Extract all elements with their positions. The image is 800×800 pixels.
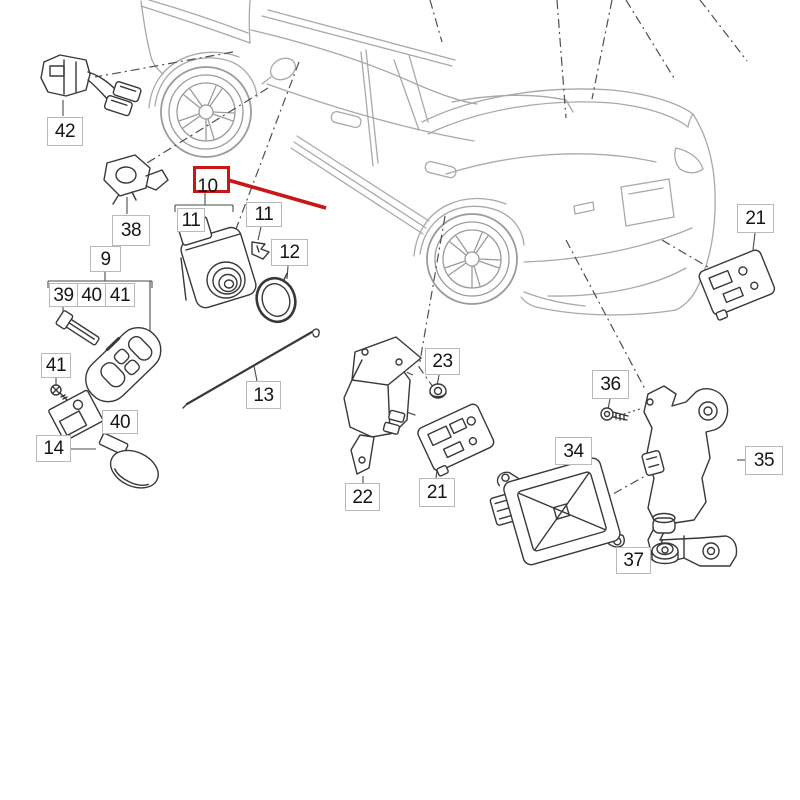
- part-35-bracket-drawing: [641, 385, 738, 567]
- part-label-13[interactable]: 13: [246, 381, 281, 409]
- part-label-39[interactable]: 39: [49, 283, 78, 307]
- part-number-21-right: 21: [745, 208, 766, 229]
- rear-wheel: [426, 213, 518, 305]
- part-23-nut-drawing: [429, 383, 447, 399]
- part-label-40-group[interactable]: 40: [78, 283, 106, 307]
- front-wheel: [160, 66, 252, 158]
- part-number-10: 10: [197, 176, 218, 197]
- part-label-42[interactable]: 42: [47, 117, 83, 146]
- part-number-40: 40: [109, 411, 131, 433]
- part-label-21-center[interactable]: 21: [419, 478, 455, 507]
- part-number-9: 9: [100, 248, 111, 270]
- part-number-36: 36: [600, 374, 621, 395]
- part-number-34: 34: [563, 440, 584, 462]
- part-number-21-center: 21: [426, 482, 448, 503]
- part-number-13: 13: [253, 384, 274, 406]
- part-37-nut-drawing: [651, 542, 679, 565]
- part-label-22[interactable]: 22: [345, 483, 380, 511]
- part-label-36[interactable]: 36: [592, 370, 629, 399]
- part-12-ring-drawing: [255, 272, 297, 324]
- part-label-10-highlighted[interactable]: 10: [193, 166, 230, 197]
- part-34-module-drawing: [489, 457, 625, 566]
- part-13-rod-drawing: [182, 328, 320, 409]
- part-21-center-drawing: [417, 403, 495, 477]
- part-number-35: 35: [753, 450, 775, 471]
- part-number-37: 37: [623, 550, 644, 571]
- part-label-9[interactable]: 9: [90, 246, 121, 272]
- part-label-11-left[interactable]: 11: [177, 208, 205, 232]
- part-number-14: 14: [43, 438, 64, 459]
- part-label-40[interactable]: 40: [102, 410, 138, 434]
- part-36-screw-drawing: [600, 407, 629, 421]
- part-number-41: 41: [45, 355, 67, 376]
- part-label-11-right[interactable]: 11: [246, 202, 282, 227]
- part-number-11-left: 11: [181, 209, 201, 231]
- part-label-41-group[interactable]: 41: [106, 283, 135, 307]
- part-number-38: 38: [120, 220, 142, 241]
- part-number-40-group: 40: [81, 284, 102, 306]
- part-label-34[interactable]: 34: [555, 437, 592, 465]
- leader-lines-dashdot: [94, 0, 748, 500]
- part-number-23: 23: [432, 351, 453, 372]
- part-label-35[interactable]: 35: [745, 446, 783, 475]
- part-label-38[interactable]: 38: [112, 215, 150, 246]
- part-label-21-right[interactable]: 21: [737, 204, 774, 233]
- part-38-drawing: [103, 154, 169, 205]
- part-label-12[interactable]: 12: [271, 239, 308, 266]
- part-number-12: 12: [279, 242, 300, 263]
- part-9-remote-key-drawing: [85, 326, 162, 403]
- part-number-39: 39: [53, 284, 74, 306]
- part-label-23[interactable]: 23: [425, 348, 460, 375]
- part-label-41[interactable]: 41: [41, 353, 71, 378]
- part-11-clip-drawing: [251, 241, 270, 260]
- part-40-cover-drawing: [48, 389, 104, 442]
- part-22-bracket-drawing: [343, 336, 422, 475]
- part-14-key-cap-drawing: [98, 432, 159, 489]
- part-number-22: 22: [352, 486, 373, 508]
- part-21-right-drawing: [698, 249, 776, 321]
- part-39-key-blade-drawing: [55, 310, 100, 346]
- part-42-drawing: [40, 54, 142, 117]
- part-label-37[interactable]: 37: [616, 547, 651, 574]
- highlight-leader-line: [227, 178, 327, 210]
- part-number-41-group: 41: [109, 284, 131, 306]
- part-number-11-right: 11: [254, 204, 274, 225]
- label-leaders-solid: [47, 100, 756, 561]
- part-label-14[interactable]: 14: [36, 435, 71, 462]
- car-line-art: [140, 0, 716, 316]
- part-number-42: 42: [54, 121, 76, 142]
- part-41-screw-drawing: [50, 384, 68, 401]
